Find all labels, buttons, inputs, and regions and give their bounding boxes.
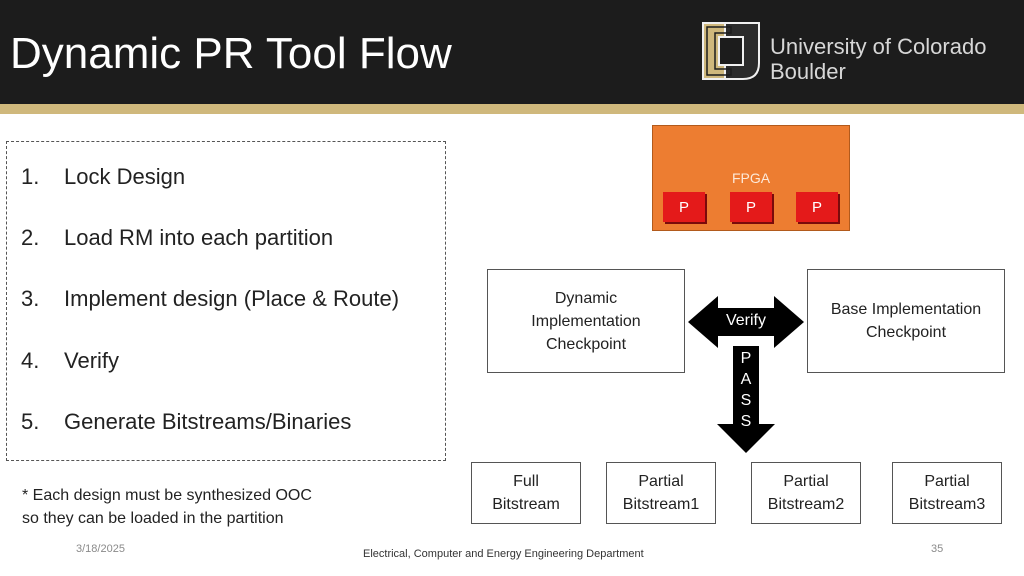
slide-title: Dynamic PR Tool Flow xyxy=(10,29,452,78)
verify-label: Verify xyxy=(725,312,766,329)
box-line: Partial xyxy=(783,473,829,490)
step-text: Implement design (Place & Route) xyxy=(64,286,400,311)
step-text: Lock Design xyxy=(64,164,186,189)
box-line: Dynamic xyxy=(554,289,618,307)
partition-block: P xyxy=(663,192,705,222)
box-line: Checkpoint xyxy=(545,335,627,353)
box-line: Bitstream1 xyxy=(622,496,700,513)
list-item: 1. Lock Design xyxy=(21,164,185,190)
list-item: 5. Generate Bitstreams/Binaries xyxy=(21,409,351,435)
dynamic-checkpoint-box: Dynamic Implementation Checkpoint xyxy=(487,269,685,373)
cu-logo-icon xyxy=(702,22,760,80)
partition-block: P xyxy=(730,192,772,222)
list-item: 3. Implement design (Place & Route) xyxy=(21,286,399,312)
footnote-line-1: * Each design must be synthesized OOC xyxy=(22,487,312,504)
step-number: 2. xyxy=(21,225,40,250)
partial-bitstream1-box: Partial Bitstream1 xyxy=(606,462,716,524)
footnote: * Each design must be synthesized OOC so… xyxy=(22,484,312,530)
box-line: Base Implementation xyxy=(830,301,982,318)
partial-bitstream2-box: Partial Bitstream2 xyxy=(751,462,861,524)
pass-letter: S xyxy=(740,413,752,430)
step-text: Load RM into each partition xyxy=(64,225,334,250)
fpga-block: FPGA P P P xyxy=(652,125,850,231)
full-bitstream-box: Full Bitstream xyxy=(471,462,581,524)
pass-letter: P xyxy=(740,350,752,367)
pass-letter: A xyxy=(740,371,752,388)
gold-accent-bar xyxy=(0,104,1024,114)
pass-letter: S xyxy=(740,392,752,409)
department-footer: Electrical, Computer and Energy Engineer… xyxy=(363,548,644,560)
steps-list: 1. Lock Design 2. Load RM into each partit… xyxy=(6,141,446,461)
university-wordmark: University of Colorado Boulder xyxy=(770,34,986,84)
logo-line-1: University of Colorado xyxy=(770,34,987,59)
list-item: 2. Load RM into each partition xyxy=(21,225,333,251)
fpga-label: FPGA xyxy=(731,170,771,186)
box-line: Partial xyxy=(924,473,970,490)
box-line: Bitstream2 xyxy=(767,496,845,513)
box-line: Bitstream xyxy=(492,496,560,513)
verify-double-arrow xyxy=(688,296,804,348)
pass-label: P A S S xyxy=(735,348,757,432)
page-number: 35 xyxy=(931,543,944,555)
partition-block: P xyxy=(796,192,838,222)
logo-line-2: Boulder xyxy=(770,59,846,84)
step-number: 3. xyxy=(21,286,40,311)
list-item: 4. Verify xyxy=(21,348,119,374)
pass-down-arrow xyxy=(717,346,775,453)
box-line: Implementation xyxy=(531,312,641,330)
step-number: 5. xyxy=(21,409,40,434)
box-line: Full xyxy=(513,473,539,490)
step-number: 4. xyxy=(21,348,40,373)
step-text: Verify xyxy=(64,348,120,373)
box-line: Partial xyxy=(638,473,684,490)
slide-date: 3/18/2025 xyxy=(76,543,125,555)
base-checkpoint-box: Base Implementation Checkpoint xyxy=(807,269,1005,373)
partial-bitstream3-box: Partial Bitstream3 xyxy=(892,462,1002,524)
box-line: Checkpoint xyxy=(865,324,947,341)
step-number: 1. xyxy=(21,164,40,189)
header-bar xyxy=(0,0,1024,104)
box-line: Bitstream3 xyxy=(908,496,986,513)
step-text: Generate Bitstreams/Binaries xyxy=(64,409,352,434)
footnote-line-2: so they can be loaded in the partition xyxy=(22,510,284,527)
